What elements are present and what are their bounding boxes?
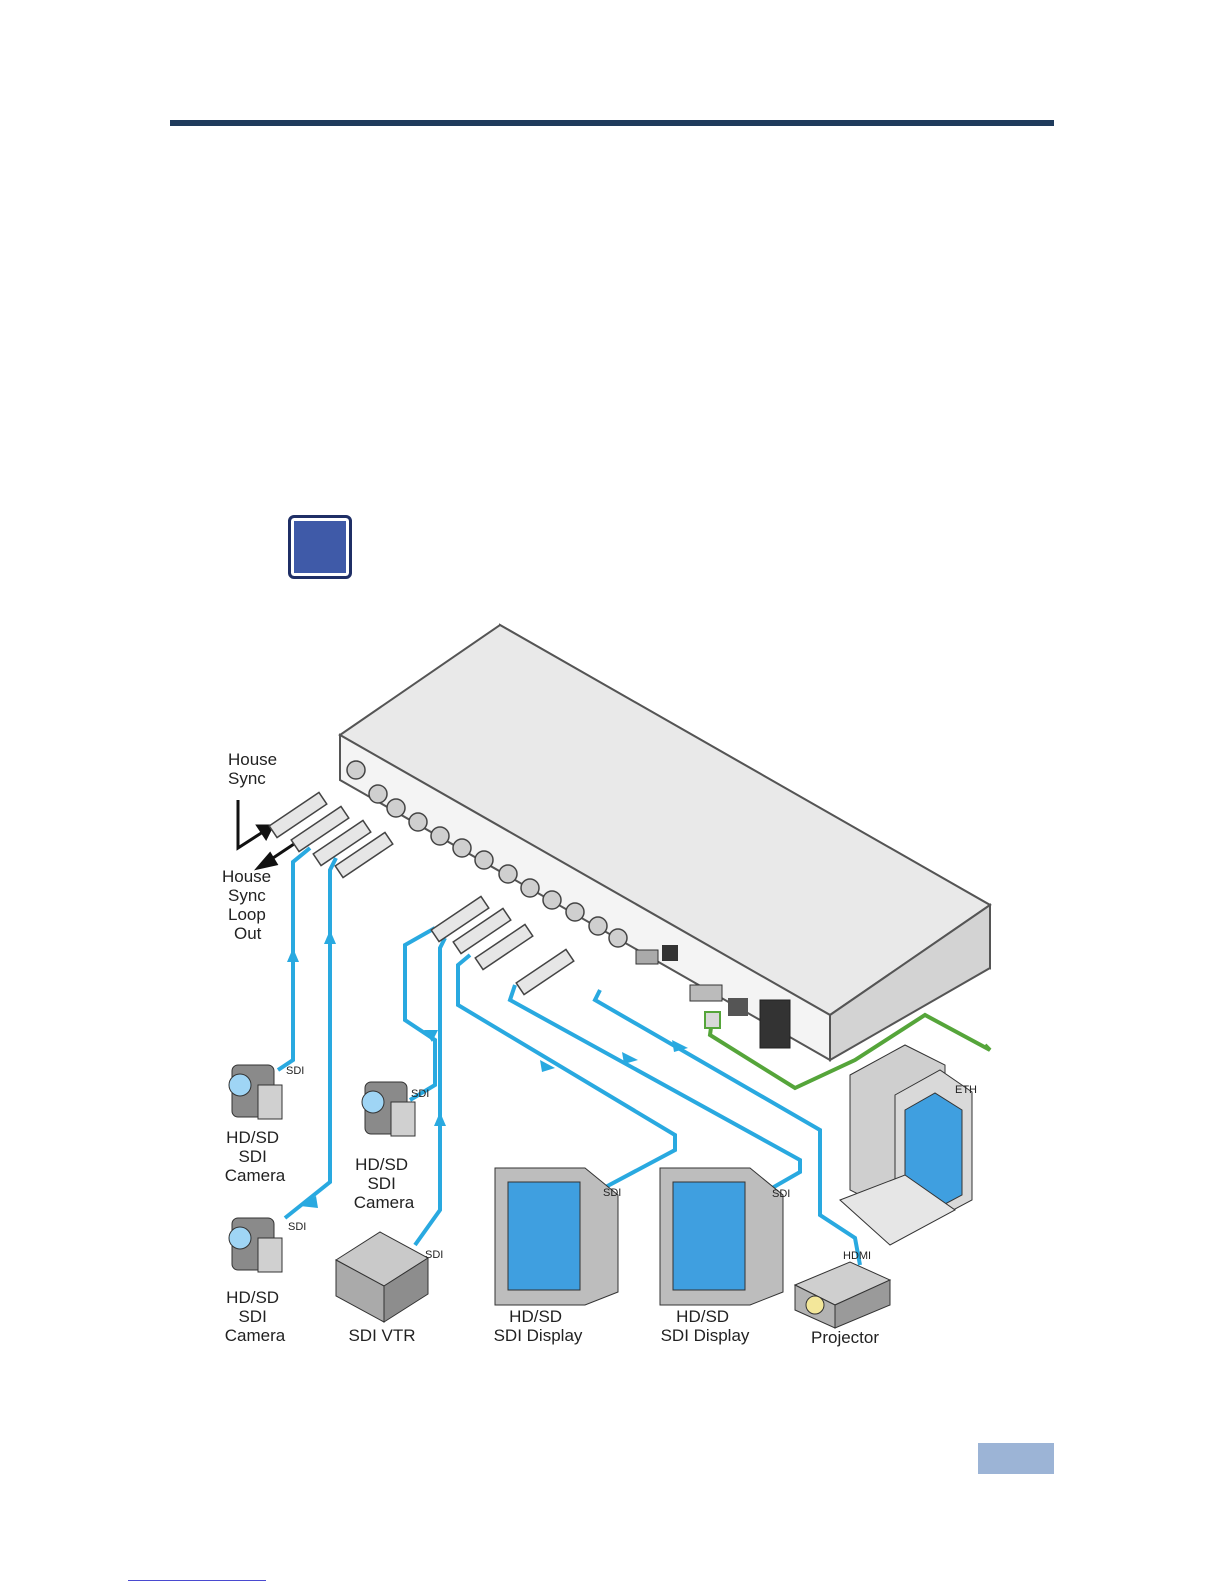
label-vtr: SDI VTR xyxy=(348,1326,415,1345)
projector-icon xyxy=(795,1262,890,1328)
sdi-label: SDI xyxy=(286,1065,304,1077)
label-camera-1: HD/SD SDI Camera xyxy=(225,1128,286,1185)
label-display-1: HD/SD SDI Display xyxy=(494,1307,583,1345)
computer-icon xyxy=(840,1045,972,1245)
sdi-label: SDI xyxy=(772,1188,790,1200)
sdi-label: SDI xyxy=(425,1249,443,1261)
signal-arrows xyxy=(287,930,688,1208)
switcher-device xyxy=(340,625,990,1060)
label-camera-3: HD/SD SDI Camera xyxy=(225,1288,286,1345)
label-house-sync-out: House Sync Loop Out xyxy=(222,867,276,943)
sdi-label: SDI xyxy=(603,1187,621,1199)
vtr-icon xyxy=(336,1232,428,1322)
label-house-sync-in: House Sync xyxy=(228,750,282,788)
display-icon xyxy=(495,1168,618,1305)
footer-link-underline xyxy=(128,1580,266,1581)
display-icon xyxy=(660,1168,783,1305)
sdi-label: SDI xyxy=(411,1088,429,1100)
camera-icon xyxy=(229,1065,282,1119)
sdi-label: SDI xyxy=(288,1221,306,1233)
house-sync-arrows xyxy=(238,800,300,868)
hdmi-label: HDMI xyxy=(843,1250,871,1262)
eth-label: ETH xyxy=(955,1084,977,1096)
label-projector: Projector xyxy=(811,1328,879,1347)
label-camera-2: HD/SD SDI Camera xyxy=(354,1155,415,1212)
camera-icon xyxy=(362,1082,415,1136)
camera-icon xyxy=(229,1218,282,1272)
cable-camera3 xyxy=(405,928,435,1100)
label-display-2: HD/SD SDI Display xyxy=(661,1307,750,1345)
page-number-tab xyxy=(978,1443,1054,1474)
